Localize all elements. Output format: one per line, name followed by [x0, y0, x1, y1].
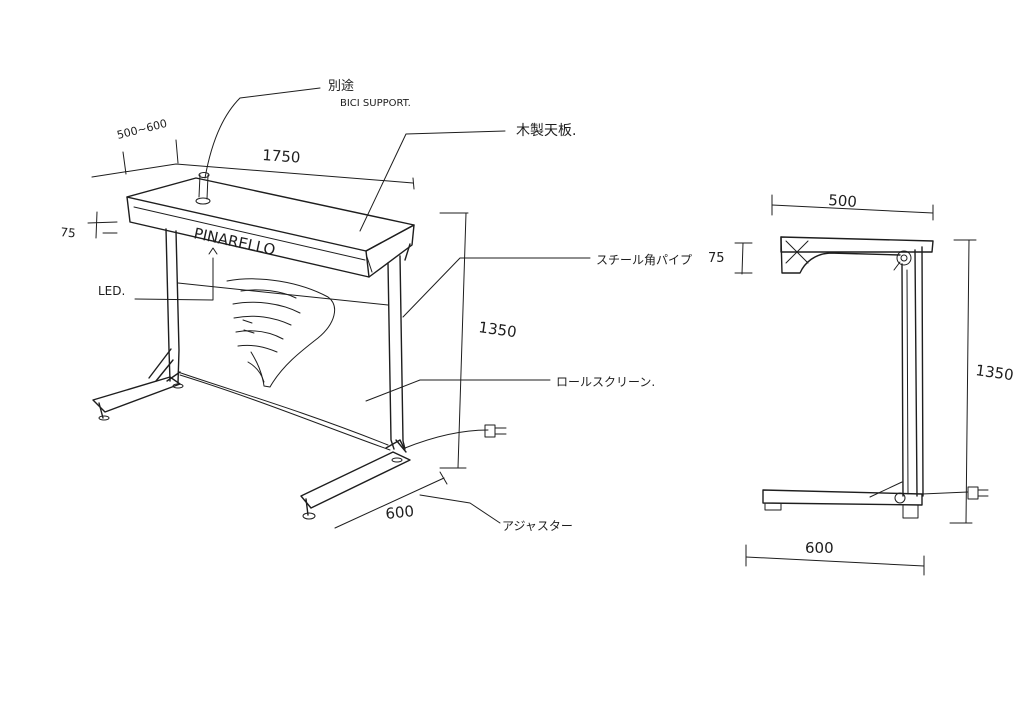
side-dim-board-thickness-label: 75: [708, 251, 725, 266]
side-power-cable: [921, 486, 989, 500]
note-adjuster: アジャスター: [502, 519, 573, 533]
wing-graphic: [226, 278, 336, 388]
dim-base-depth-label: 600: [385, 502, 415, 523]
side-dim-height-label: 1350: [974, 361, 1014, 384]
wood-top-board: [126, 177, 415, 278]
dim-depth-top-label: 500~600: [116, 117, 169, 142]
side-dimension-lines: [734, 194, 977, 576]
side-vertical-pipe: [901, 246, 924, 497]
side-base: [762, 481, 923, 519]
left-frame: [92, 228, 184, 421]
dim-height-label: 1350: [477, 318, 517, 341]
note-wood-top: 木製天板.: [516, 123, 576, 139]
note-bike-support-en: BICI SUPPORT.: [340, 98, 411, 109]
right-frame-steel-pipe: [300, 243, 411, 520]
note-steel-pipe: スチール角パイプ: [596, 253, 692, 267]
power-cable: [404, 424, 507, 449]
bike-support-post: [195, 172, 211, 205]
roll-screen: [177, 282, 391, 451]
perspective-leader-lines: [134, 87, 591, 524]
side-top-board: [780, 236, 934, 274]
dim-width-label: 1750: [262, 146, 301, 167]
note-bike-support-jp: 別途: [328, 78, 354, 94]
perspective-dimension-lines: [87, 139, 469, 529]
brand-text: PINARELLO: [192, 224, 277, 259]
perspective-view: PINARELLO 1750 500~600 75 1350 600 別途 BI…: [60, 78, 692, 533]
note-roll-screen: ロールスクリーン.: [556, 375, 655, 389]
note-led: LED.: [98, 284, 125, 298]
side-view: 500 75 1350 600: [708, 191, 1015, 576]
side-dim-base-depth-label: 600: [805, 539, 834, 557]
dim-board-thickness-label: 75: [60, 225, 77, 241]
side-dim-top-depth-label: 500: [828, 191, 858, 211]
